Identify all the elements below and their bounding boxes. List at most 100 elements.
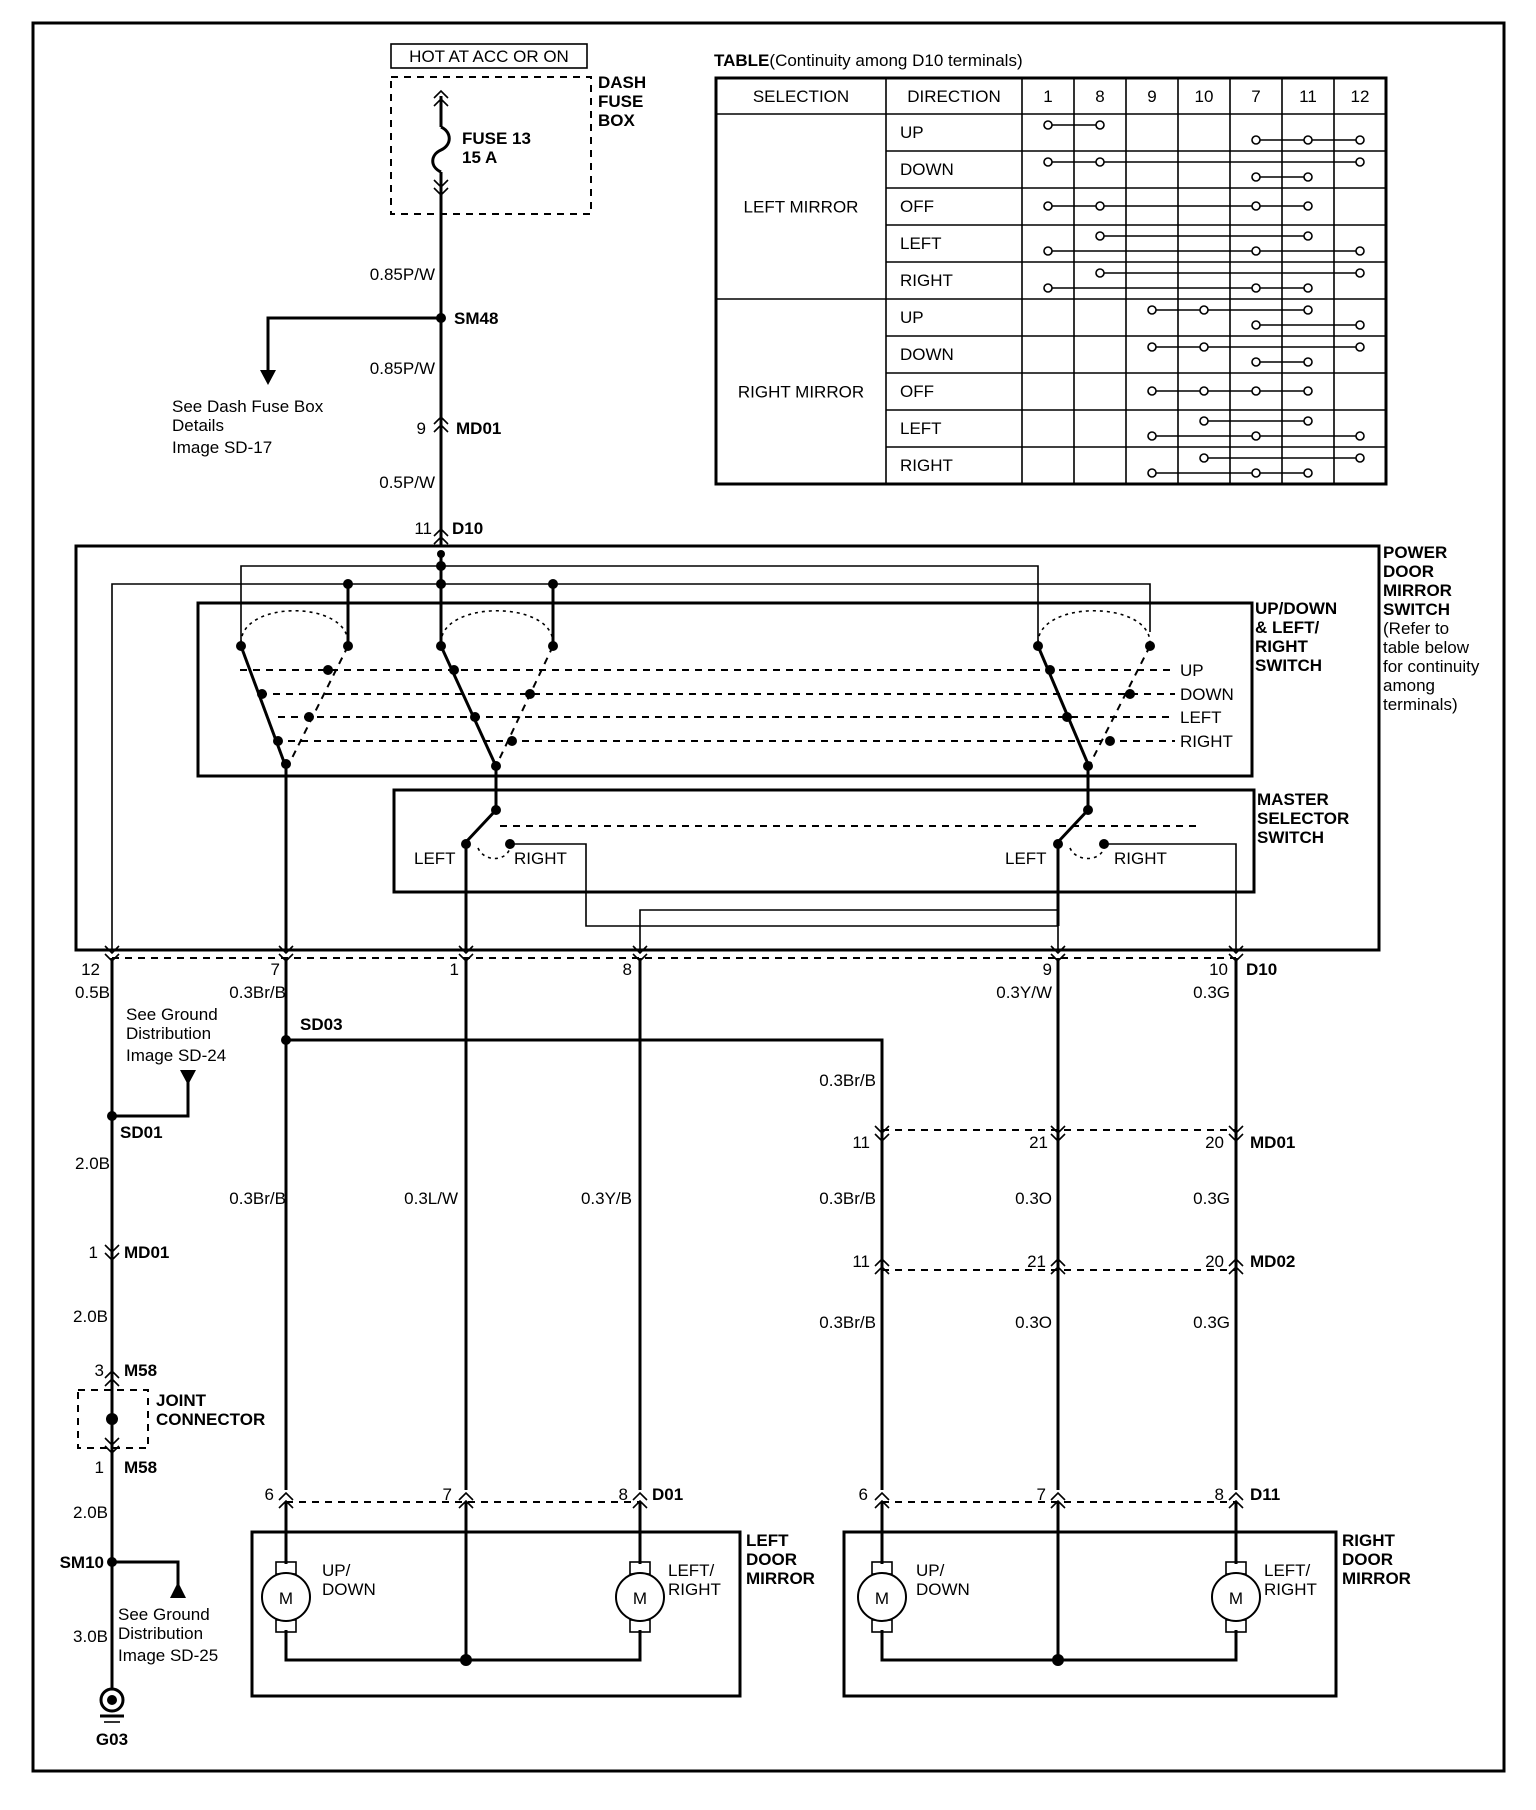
left-leftright-label-2: RIGHT xyxy=(668,1580,721,1599)
continuity-terminal xyxy=(1043,157,1053,167)
table-header-cell: 8 xyxy=(1095,87,1104,106)
d11-label: D11 xyxy=(1250,1485,1280,1504)
continuity-terminal xyxy=(1095,268,1105,278)
position-down: DOWN xyxy=(1180,685,1234,704)
updown-title-4: SWITCH xyxy=(1255,656,1322,675)
d01-label: D01 xyxy=(652,1485,683,1504)
fuse-name: FUSE 13 xyxy=(462,129,531,148)
ground24-ref-2: Distribution xyxy=(126,1024,211,1043)
wire-left-7: 0.3Br/B xyxy=(229,1189,286,1208)
right-leftright-label-2: RIGHT xyxy=(1264,1580,1317,1599)
md02-terminal-chevron xyxy=(1228,1257,1244,1275)
fuse-rating: 15 A xyxy=(462,148,497,167)
table-group-label: LEFT MIRROR xyxy=(744,198,859,217)
ground25-ref-3: Image SD-25 xyxy=(118,1646,218,1665)
md01r-pin-20: 20 xyxy=(1205,1133,1224,1152)
updown-title-1: UP/DOWN xyxy=(1255,599,1337,618)
table-direction-cell: LEFT xyxy=(900,419,942,438)
md01-gnd-label: MD01 xyxy=(124,1243,169,1262)
table-direction-cell: RIGHT xyxy=(900,271,953,290)
gnd-wire-2: 2.0B xyxy=(73,1307,108,1326)
updown-title-3: RIGHT xyxy=(1255,637,1309,656)
mirror-terminal-chevron xyxy=(1228,1491,1244,1509)
left-mirror-title-3: MIRROR xyxy=(746,1569,815,1588)
md01r-pin-21: 21 xyxy=(1029,1133,1048,1152)
joint-connector-2: CONNECTOR xyxy=(156,1410,265,1429)
continuity-terminal xyxy=(1043,246,1053,256)
m58-top-pin: 3 xyxy=(95,1361,104,1380)
continuity-terminal xyxy=(1095,120,1105,130)
continuity-terminal xyxy=(1355,135,1365,145)
gnd-wire-3: 2.0B xyxy=(73,1503,108,1522)
wire-r-11a: 0.3Br/B xyxy=(819,1189,876,1208)
wire-r-21a: 0.3O xyxy=(1015,1189,1052,1208)
sd03-label: SD03 xyxy=(300,1015,343,1034)
continuity-table: TABLE(Continuity among D10 terminals) SE… xyxy=(714,51,1388,486)
table-header-cell: SELECTION xyxy=(753,87,849,106)
fuse-box-label-3: BOX xyxy=(598,111,636,130)
mirror-wiring: SD03 0.3Br/B 0.3Br/B 0.3L/W 0.3Y/B 11 21… xyxy=(229,958,1295,1509)
continuity-terminal xyxy=(1095,157,1105,167)
table-border xyxy=(714,76,1388,486)
hot-label: HOT AT ACC OR ON xyxy=(409,47,569,66)
continuity-terminal xyxy=(1147,431,1157,441)
switch-group-3 xyxy=(1033,610,1155,771)
position-up: UP xyxy=(1180,661,1204,680)
continuity-terminal xyxy=(1251,283,1261,293)
d10-top-label: D10 xyxy=(452,519,483,538)
continuity-terminal xyxy=(1303,201,1313,211)
md01-terminal-chevron xyxy=(1050,1125,1066,1143)
wire-left-8: 0.3Y/B xyxy=(581,1189,632,1208)
continuity-terminal xyxy=(1303,468,1313,478)
right-updown-label-1: UP/ xyxy=(916,1561,945,1580)
md02-terminal-chevron xyxy=(1050,1257,1066,1275)
power-supply-section: HOT AT ACC OR ON DASH FUSE BOX FUSE 13 1… xyxy=(172,43,646,545)
table-direction-cell: OFF xyxy=(900,197,934,216)
switch-title-2: DOOR xyxy=(1383,562,1434,581)
joint-connector-1: JOINT xyxy=(156,1391,207,1410)
d10-pin-1: 1 xyxy=(450,960,459,979)
continuity-terminal xyxy=(1251,357,1261,367)
g03-label: G03 xyxy=(96,1730,128,1749)
d11-pin-6: 6 xyxy=(859,1485,868,1504)
md02-pin-11: 11 xyxy=(852,1252,870,1271)
continuity-terminal xyxy=(1355,157,1365,167)
dash-fuse-ref-3: Image SD-17 xyxy=(172,438,272,457)
table-direction-cell: LEFT xyxy=(900,234,942,253)
right-updown-label-2: DOWN xyxy=(916,1580,970,1599)
left-updown-label-2: DOWN xyxy=(322,1580,376,1599)
updown-title-2: & LEFT/ xyxy=(1255,618,1319,637)
wire-label-10: 0.3G xyxy=(1193,983,1230,1002)
switch-title-3: MIRROR xyxy=(1383,581,1452,600)
table-direction-cell: DOWN xyxy=(900,345,954,364)
wire-r-11b: 0.3Br/B xyxy=(819,1313,876,1332)
power-door-mirror-switch: POWER DOOR MIRROR SWITCH (Refer to table… xyxy=(74,543,1480,952)
right-leftright-motor xyxy=(1211,1572,1261,1622)
d01-pin-8: 8 xyxy=(619,1485,628,1504)
continuity-terminal xyxy=(1199,342,1209,352)
position-left: LEFT xyxy=(1180,708,1222,727)
left-mirror-box xyxy=(250,1530,742,1698)
continuity-terminal xyxy=(1355,453,1365,463)
sm48-label: SM48 xyxy=(454,309,498,328)
md02-label: MD02 xyxy=(1250,1252,1295,1271)
wire-sd03-drop: 0.3Br/B xyxy=(819,1071,876,1090)
continuity-terminal xyxy=(1303,305,1313,315)
right-door-mirror: RIGHT DOOR MIRROR M UP/ DOWN M LEFT/ RIG… xyxy=(842,1502,1411,1698)
continuity-terminal xyxy=(1043,201,1053,211)
mirror-terminal-chevron xyxy=(278,1491,294,1509)
table-title-rest: (Continuity among D10 terminals) xyxy=(769,51,1022,70)
mirror-terminal-chevron xyxy=(632,1491,648,1509)
right-leftright-motor-label: M xyxy=(1229,1589,1243,1608)
wire-label-7: 0.3Br/B xyxy=(229,983,286,1002)
right-mirror-title-1: RIGHT xyxy=(1342,1531,1396,1550)
continuity-terminal xyxy=(1355,246,1365,256)
wire-label-w1: 0.85P/W xyxy=(370,265,435,284)
continuity-terminal xyxy=(1303,386,1313,396)
continuity-terminal xyxy=(1147,386,1157,396)
wire-r-20a: 0.3G xyxy=(1193,1189,1230,1208)
fuse-symbol xyxy=(431,125,451,174)
continuity-terminal xyxy=(1251,246,1261,256)
table-title-bold: TABLE xyxy=(714,51,769,70)
